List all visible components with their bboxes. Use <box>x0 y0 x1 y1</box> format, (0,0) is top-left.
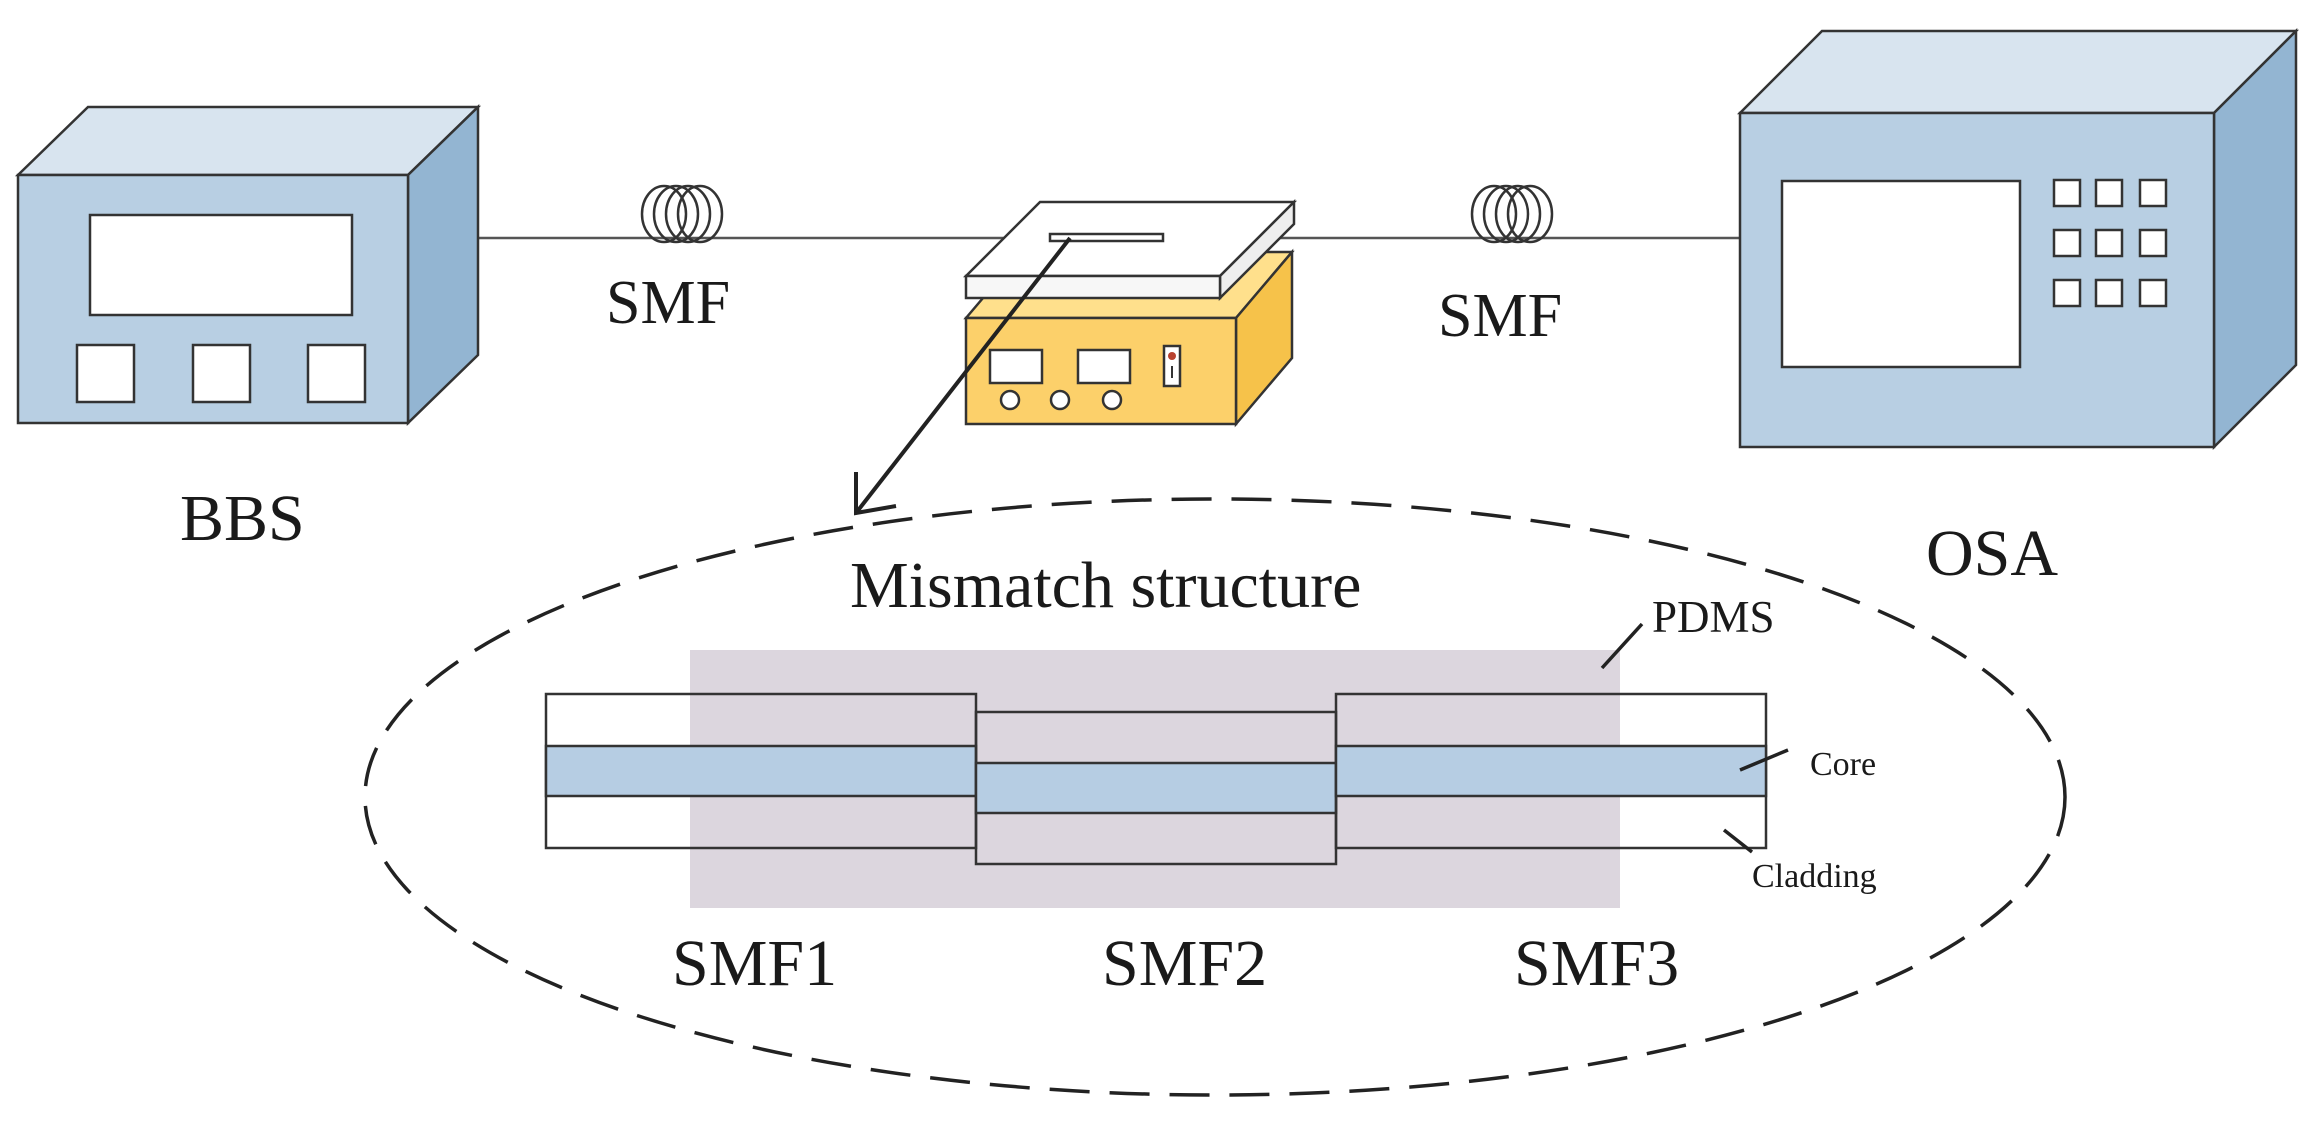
cladding-leader <box>1722 828 1754 854</box>
fiber-coil-right <box>1470 184 1554 244</box>
plate-front <box>964 274 1222 300</box>
osa-screen <box>1780 179 2022 369</box>
zoom-ellipse <box>363 497 2067 1097</box>
smf3-label: SMF3 <box>1514 927 1679 1000</box>
bbs-top <box>14 105 482 177</box>
bbs-device <box>14 104 482 426</box>
heater-switch-dot <box>1168 352 1176 360</box>
bbs-button-2 <box>191 343 252 404</box>
osa-top <box>1736 29 2300 115</box>
smf1-label: SMF1 <box>672 927 837 1000</box>
osa-device <box>1736 27 2300 451</box>
heater-knob-2 <box>1049 389 1071 411</box>
fiber-coil-left <box>640 184 724 244</box>
heater-knob-1 <box>999 389 1021 411</box>
pdms-leader <box>1600 622 1644 670</box>
smf2-label: SMF2 <box>1102 927 1267 1000</box>
heater-knob-3 <box>1101 389 1123 411</box>
heater-display-2 <box>1076 348 1132 385</box>
core-label: Core <box>1810 746 1876 783</box>
heater-plate <box>962 198 1298 302</box>
bbs-button-3 <box>306 343 367 404</box>
cladding-label: Cladding <box>1752 858 1877 895</box>
smf2-core <box>974 761 1338 815</box>
mismatch-structure-title: Mismatch structure <box>850 549 1361 622</box>
fiber-segments <box>544 692 1768 866</box>
bbs-screen <box>88 213 354 317</box>
bbs-button-1 <box>75 343 136 404</box>
smf-right-label: SMF <box>1438 282 1562 350</box>
smf1-core <box>544 744 978 798</box>
zoom-arrow <box>854 236 1072 516</box>
pdms-label: PDMS <box>1652 592 1775 642</box>
core-leader <box>1739 748 1789 772</box>
osa-label: OSA <box>1926 517 2058 590</box>
bbs-label: BBS <box>180 482 305 555</box>
fiber-sample-on-plate <box>1048 232 1165 243</box>
smf-left-label: SMF <box>606 269 730 337</box>
smf3-core <box>1334 744 1768 798</box>
heater-display-1 <box>988 348 1044 385</box>
osa-keypad <box>2052 178 2168 308</box>
